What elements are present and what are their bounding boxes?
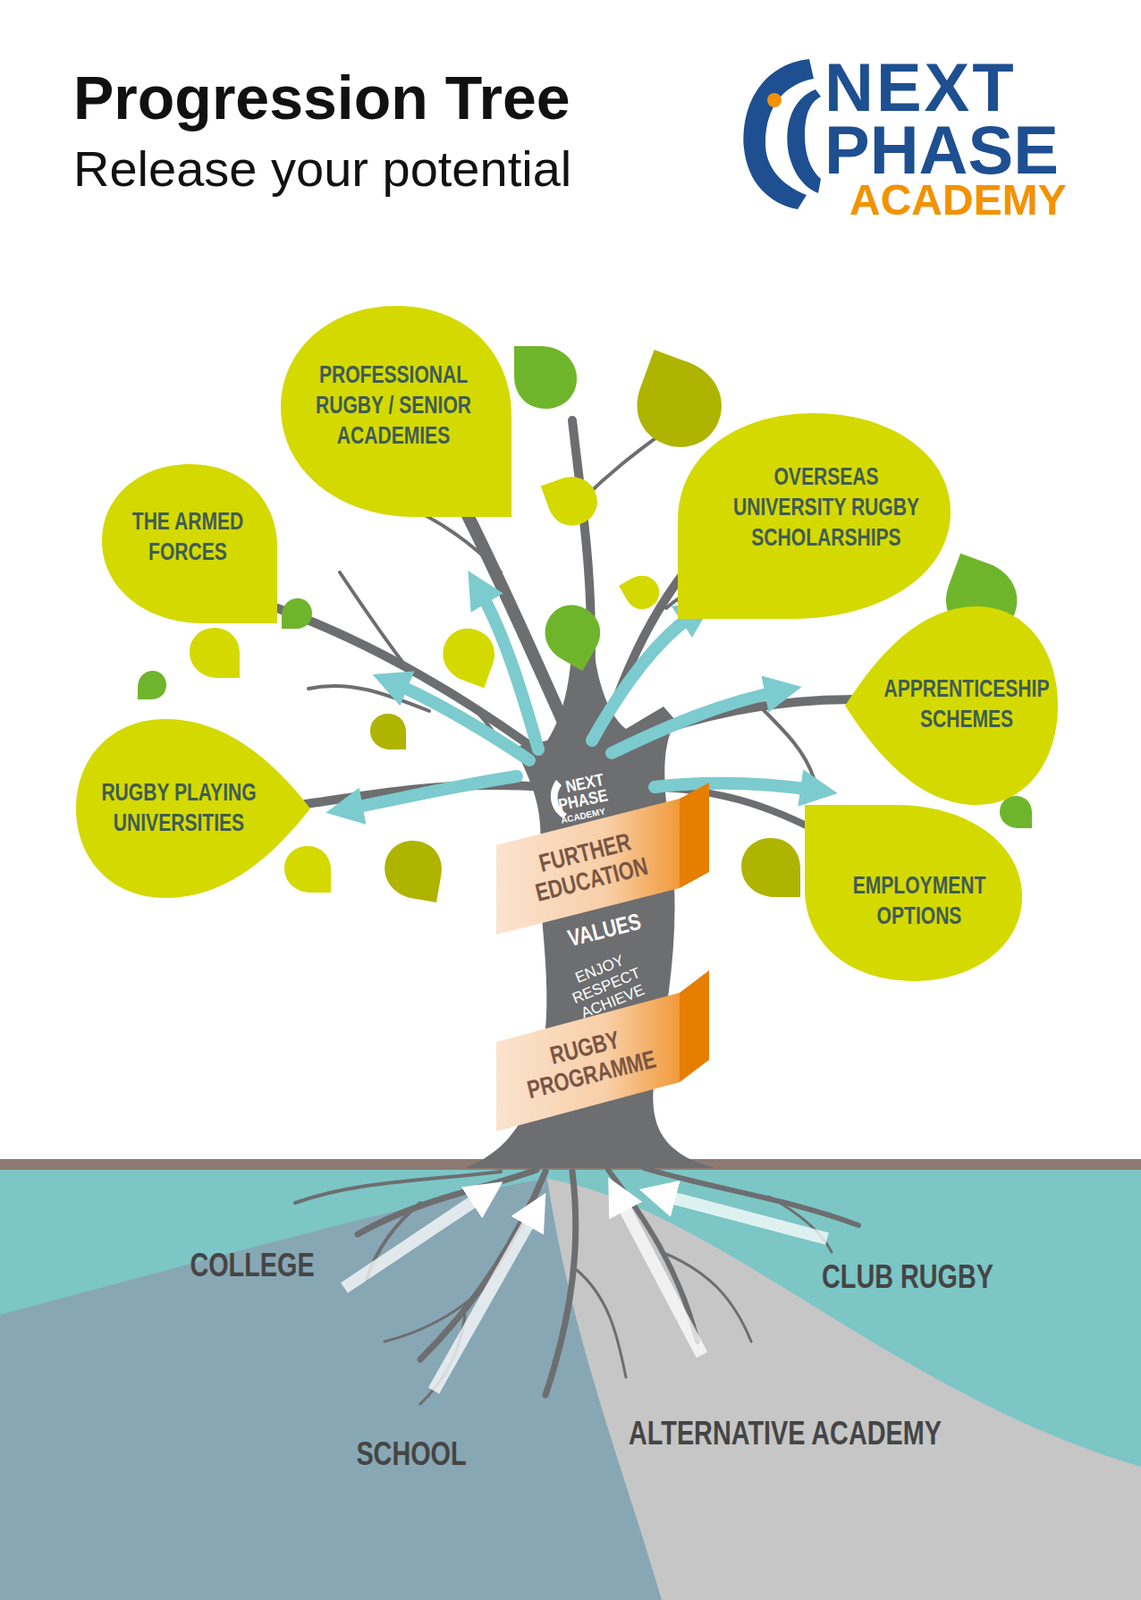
decor-leaf <box>741 837 801 897</box>
leaf-shape: OVERSEAS UNIVERSITY RUGBY SCHOLARSHIPS <box>677 413 951 619</box>
tree-trunk <box>464 625 716 1168</box>
logo-dot <box>767 92 782 108</box>
logo-word: ACADEMY <box>849 175 1067 225</box>
decor-leaf <box>540 469 604 533</box>
decor-leaf <box>534 595 611 672</box>
roots <box>295 1167 859 1404</box>
subtitle: Release your potential <box>73 139 572 198</box>
leaf-shape: PROFESSIONAL RUGBY / SENIOR ACADEMIES <box>280 305 512 517</box>
title: Progression Tree <box>73 62 571 133</box>
decor-leaf <box>284 845 331 893</box>
decor-leaf <box>618 568 666 616</box>
ribbon-fold <box>679 970 710 1082</box>
decor-leaf <box>380 836 447 903</box>
leaf-outline <box>76 718 311 898</box>
leaf-fill <box>76 718 311 898</box>
leaf-fill <box>804 804 1023 981</box>
leaf-text: EMPLOYMENT OPTIONS <box>838 870 1000 932</box>
decor-leaf <box>999 795 1032 829</box>
ribbon-face <box>496 798 680 935</box>
leaf-fill <box>280 305 512 517</box>
progression-arrows <box>344 586 820 810</box>
root-label: ALTERNATIVE ACADEMY <box>628 1414 942 1453</box>
leaf-shape: APPRENTICESHIP SCHEMES <box>845 606 1058 805</box>
ground-grey <box>547 1178 1141 1600</box>
root-label: CLUB RUGBY <box>821 1258 994 1296</box>
leaf-text: RUGBY PLAYING UNIVERSITIES <box>87 777 271 839</box>
leaf-fill <box>677 413 951 619</box>
decor-leaf <box>435 621 502 688</box>
root-label: COLLEGE <box>189 1246 314 1285</box>
leaf-text: APPRENTICESHIP SCHEMES <box>878 674 1055 736</box>
leaf-shape: RUGBY PLAYING UNIVERSITIES <box>76 718 311 898</box>
logo-emblem-inner <box>786 89 821 194</box>
leaf-text: OVERSEAS UNIVERSITY RUGBY SCHOLARSHIPS <box>726 462 928 553</box>
leaf-fill <box>101 464 278 624</box>
leaf-shape: THE ARMED FORCES <box>101 464 278 624</box>
decor-leaf <box>514 346 577 409</box>
leaf-shape: EMPLOYMENT OPTIONS <box>804 804 1023 981</box>
leaf-fill <box>845 606 1058 805</box>
leaf-text: PROFESSIONAL RUGBY / SENIOR ACADEMIES <box>302 360 486 451</box>
decor-leaf <box>370 713 406 750</box>
decor-leaf <box>281 598 313 629</box>
ribbon-fold <box>679 782 710 888</box>
root-arrows <box>344 1191 828 1391</box>
leaf-text: THE ARMED FORCES <box>120 507 255 568</box>
root-label: SCHOOL <box>355 1435 466 1473</box>
ground-teal <box>0 1166 1141 1600</box>
decor-leaf <box>189 627 240 678</box>
decor-leaf <box>137 670 167 700</box>
